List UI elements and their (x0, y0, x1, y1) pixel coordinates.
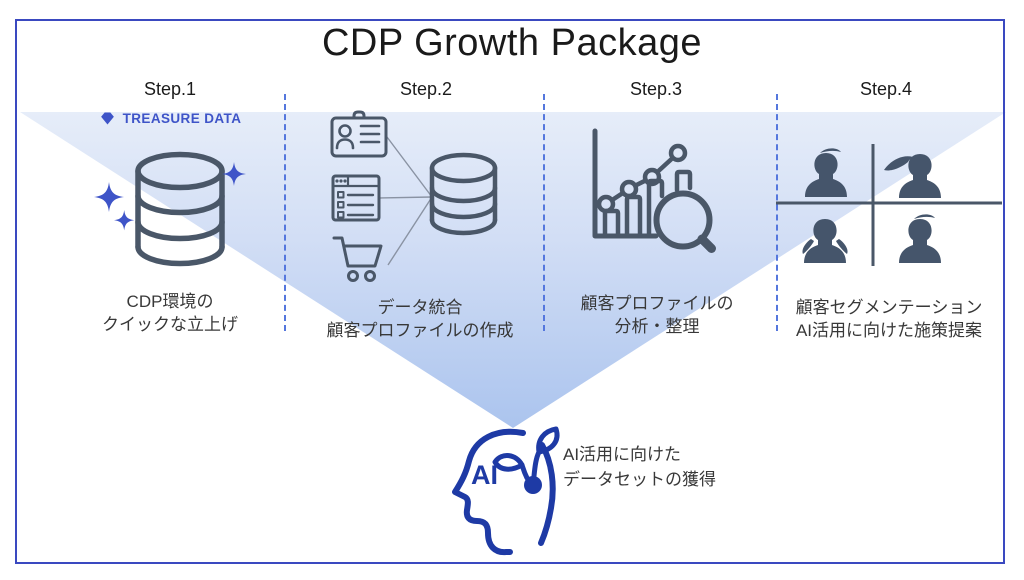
person-hair (802, 239, 814, 254)
person-hair (914, 214, 935, 219)
step-4-label: Step.4 (859, 79, 913, 99)
person-hair (884, 156, 913, 171)
divider-2 (543, 94, 545, 331)
segmentation-grid-icon (776, 144, 1002, 266)
database-icon (429, 152, 498, 236)
sprout-stem (531, 449, 542, 479)
person-hair (820, 148, 841, 153)
connector-lines (379, 136, 433, 266)
head-back-outline (538, 442, 556, 546)
leaf-icon (536, 426, 560, 455)
divider-3 (776, 94, 778, 331)
person-silhouette (899, 219, 941, 263)
diamond-icon (100, 112, 114, 125)
treasure-data-logo: TREASURE DATA (55, 111, 285, 126)
id-card-icon (330, 110, 388, 158)
leaf-icon (492, 453, 525, 472)
person-silhouette (805, 153, 847, 197)
sprout-node (524, 476, 542, 494)
chart-axes (592, 128, 659, 239)
ai-label: AI (471, 460, 498, 490)
page-title: CDP Growth Package (321, 22, 703, 64)
magnifier-icon (653, 190, 716, 253)
sparkle-icon (94, 162, 246, 231)
step-4-caption: 顧客セグメンテーション AI活用に向けた施策提案 (795, 298, 983, 340)
outcome-caption: AI活用に向けた データセットの獲得 (563, 445, 716, 489)
step-3-caption: 顧客プロファイルの 分析・整理 (580, 294, 734, 336)
database-sparkle-icon (94, 151, 246, 267)
analytics-chart-icon (592, 128, 716, 253)
step-1-label: Step.1 (143, 79, 197, 99)
step-2-label: Step.2 (399, 79, 453, 99)
step-2-caption: データ統合 顧客プロファイルの作成 (326, 298, 514, 340)
data-integration-icon (330, 110, 498, 282)
treasure-data-wordmark: TREASURE DATA (122, 111, 242, 126)
step-3-label: Step.3 (629, 79, 683, 99)
divider-1 (284, 94, 286, 331)
trend-line (596, 143, 688, 214)
step-1-caption: CDP環境の クイックな立上げ (102, 292, 238, 334)
quadrant-cross (776, 144, 1002, 266)
browser-list-icon (331, 174, 381, 222)
ai-head-icon: AI (452, 426, 560, 556)
shopping-cart-icon (332, 236, 383, 282)
database-icon (135, 151, 225, 267)
person-hair (836, 239, 848, 254)
head-profile-outline (452, 428, 526, 556)
person-silhouette (804, 219, 846, 263)
person-silhouette (899, 154, 941, 198)
